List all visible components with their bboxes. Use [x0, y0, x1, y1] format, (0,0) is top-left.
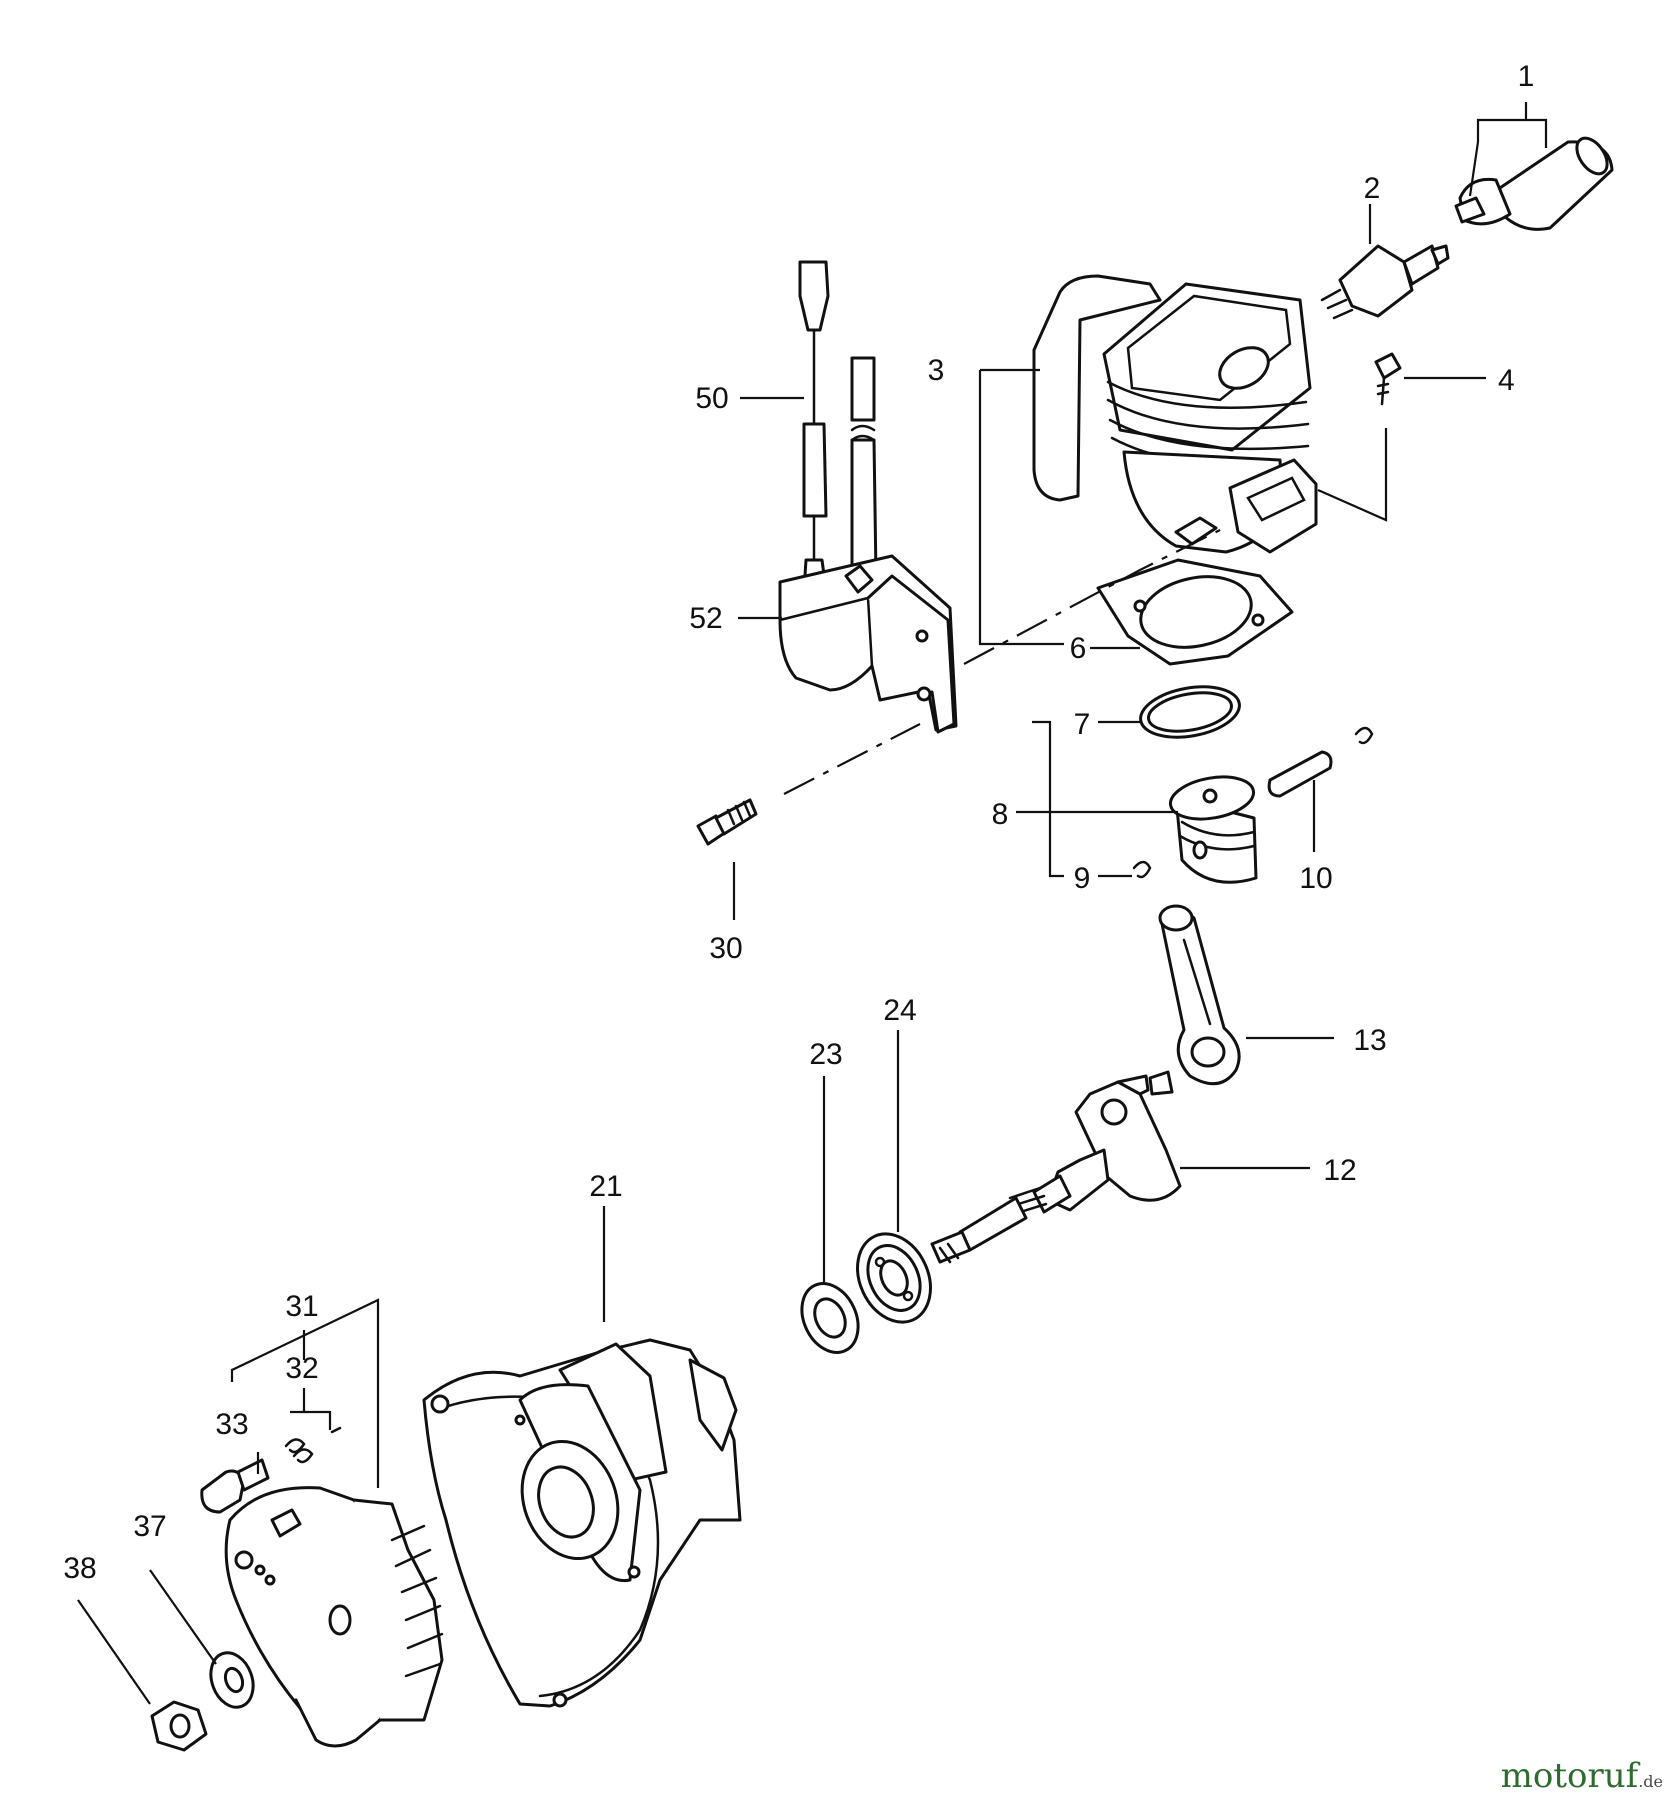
- part-flywheel: [224, 1486, 444, 1748]
- part-spark-plug-cap: [1454, 136, 1614, 231]
- part-crankshaft: [930, 1070, 1182, 1264]
- part-piston: [1168, 775, 1258, 884]
- part-washer: [209, 1651, 255, 1709]
- callout-4: 4: [1498, 364, 1515, 397]
- part-cylinder: [1032, 274, 1318, 554]
- part-bearing: [856, 1232, 932, 1324]
- callout-numbers: 1 2 3 4 6 7 8 9 10 12 13 21 23 24 30 31 …: [63, 60, 1534, 1585]
- watermark-brand: motoruf: [1500, 1756, 1639, 1796]
- part-connecting-rod: [1158, 904, 1241, 1086]
- callout-1: 1: [1518, 60, 1535, 93]
- part-cylinder-gasket: [1096, 558, 1294, 666]
- watermark-logo: motoruf.de: [1501, 1756, 1663, 1796]
- callout-9: 9: [1074, 862, 1091, 895]
- part-pin-clips: [1132, 726, 1374, 879]
- part-crankcase: [422, 1338, 742, 1708]
- callout-12: 12: [1323, 1154, 1356, 1187]
- callout-3: 3: [928, 354, 945, 387]
- part-nut: [150, 1700, 208, 1752]
- watermark-tld: .de: [1638, 1772, 1663, 1791]
- part-flywheel-spring: [284, 1426, 342, 1464]
- part-piston-pin: [1267, 750, 1333, 798]
- callout-7: 7: [1074, 708, 1091, 741]
- callout-6: 6: [1070, 632, 1087, 665]
- part-piston-ring: [1139, 685, 1241, 739]
- part-ignition-coil: [778, 554, 958, 734]
- part-cylinder-screw: [1374, 352, 1402, 406]
- leader-lines: [77, 102, 1548, 1705]
- alignment-lines: [783, 529, 1221, 795]
- callout-50: 50: [695, 382, 728, 415]
- callout-13: 13: [1353, 1024, 1386, 1057]
- callout-24: 24: [883, 994, 916, 1027]
- callout-2: 2: [1364, 172, 1381, 205]
- part-coil-screw: [696, 798, 758, 846]
- callout-33: 33: [215, 1408, 248, 1441]
- part-oil-seal: [800, 1282, 860, 1354]
- callout-32: 32: [285, 1352, 318, 1385]
- part-ignition-lead: [798, 260, 878, 592]
- callout-21: 21: [589, 1170, 622, 1203]
- callout-30: 30: [709, 932, 742, 965]
- callout-10: 10: [1299, 862, 1332, 895]
- callout-38: 38: [63, 1552, 96, 1585]
- callout-8: 8: [992, 798, 1009, 831]
- callout-52: 52: [689, 602, 722, 635]
- callout-37: 37: [133, 1510, 166, 1543]
- callout-31: 31: [285, 1290, 318, 1323]
- part-flywheel-key: [200, 1458, 270, 1514]
- part-spark-plug: [1320, 244, 1450, 320]
- callout-23: 23: [809, 1038, 842, 1071]
